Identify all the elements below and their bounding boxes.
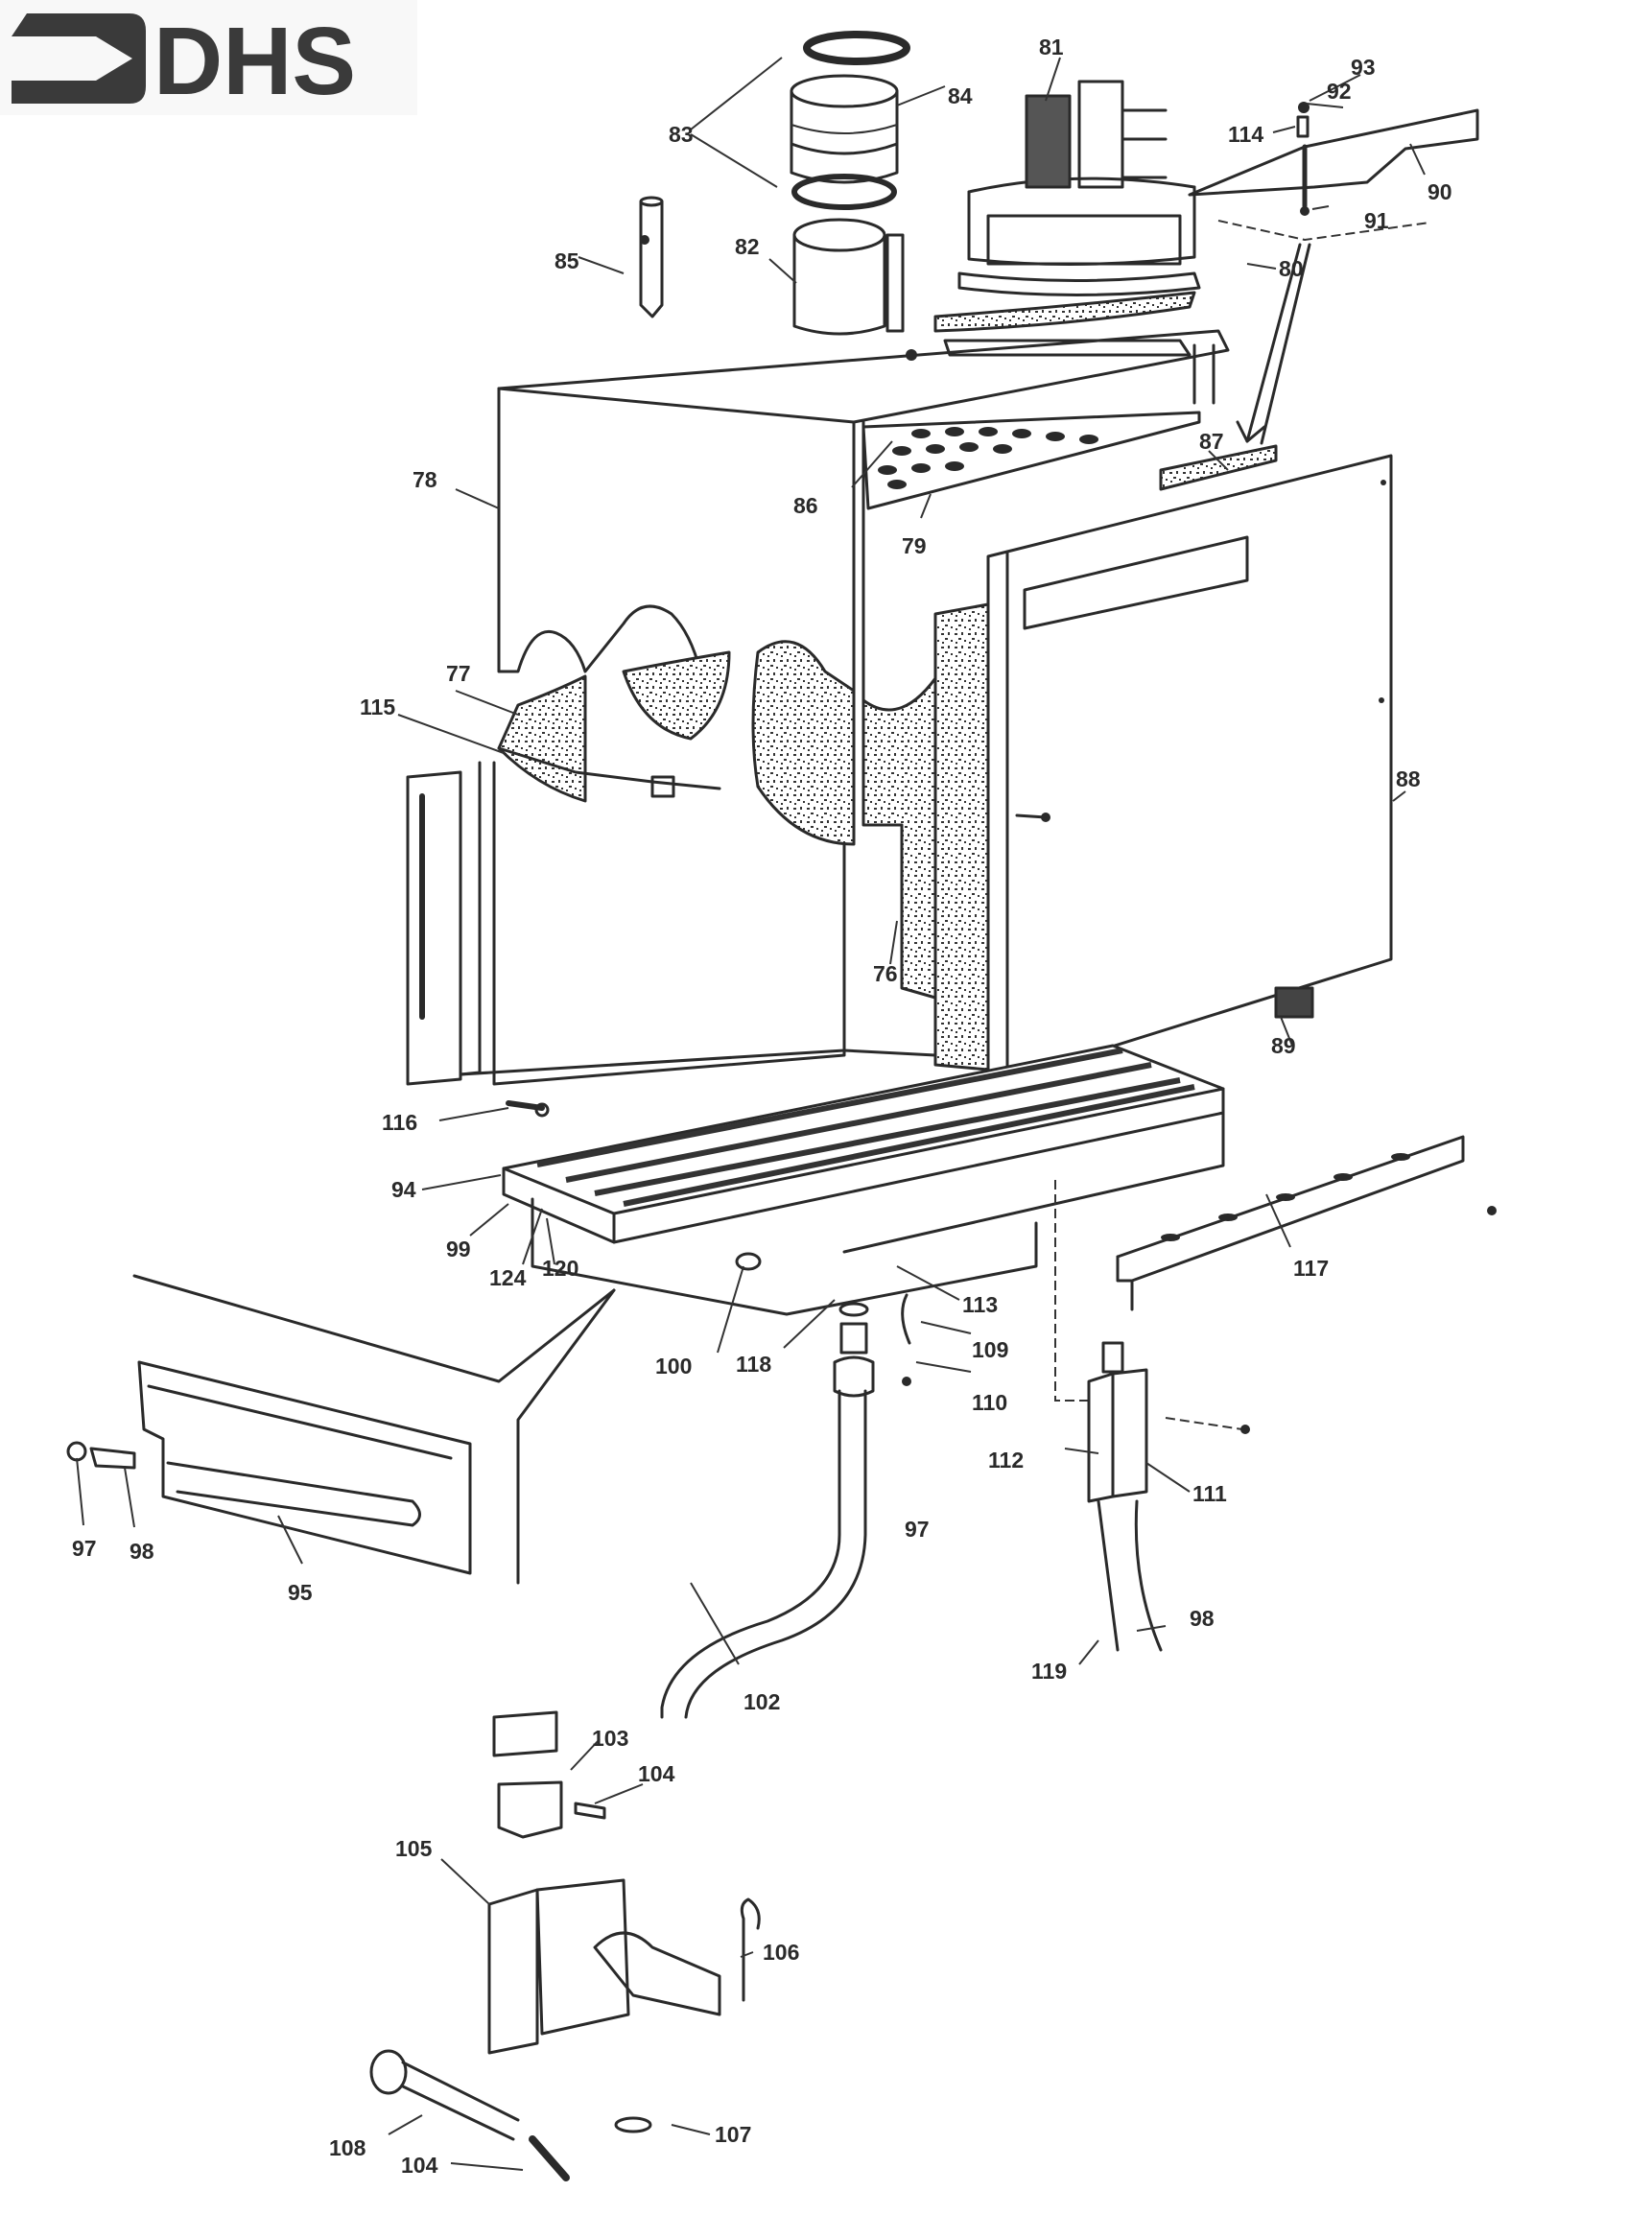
flue-spigot [792,218,917,361]
electrode-assembly [1054,1180,1250,1652]
part-label-90: 90 [1428,179,1452,204]
part-label-119: 119 [1031,1659,1067,1684]
part-label-83: 83 [669,122,694,147]
part-label-110: 110 [972,1390,1007,1415]
gas-supply-pipe [660,1293,911,1719]
part-label-103: 103 [592,1726,628,1751]
part-label-89: 89 [1271,1033,1296,1058]
part-label-117: 117 [1293,1256,1329,1281]
part-label-120: 120 [542,1256,578,1281]
sensor-tube [639,196,664,318]
gas-valve [487,1878,761,2055]
part-label-102: 102 [743,1689,780,1714]
flue-adaptor [790,74,899,184]
part-label-95: 95 [288,1580,313,1605]
part-label-109: 109 [972,1337,1008,1362]
assembly-arrows [1217,220,1430,445]
heat-exchanger-insulation [497,602,990,1072]
part-label-108: 108 [329,2135,366,2160]
part-label-98-pilot: 98 [130,1539,154,1564]
part-label-104-union: 104 [638,1761,675,1786]
part-label-115: 115 [360,695,395,719]
left-inner-panel [406,761,937,1086]
part-label-82: 82 [735,234,760,259]
part-label-85: 85 [555,248,579,273]
part-label-114: 114 [1228,122,1263,147]
part-label-78: 78 [413,467,437,492]
part-label-104-inlet: 104 [401,2153,438,2178]
part-label-88: 88 [1396,766,1421,791]
part-label-100: 100 [655,1354,692,1378]
part-label-107: 107 [715,2122,751,2147]
screw-116 [506,1100,550,1118]
part-label-97-burner: 97 [905,1517,930,1542]
sight-glass [1159,444,1278,491]
part-label-118: 118 [736,1352,771,1377]
dhs-logo: DHS [0,0,417,115]
flue-seal-top [803,31,910,65]
leader-lines [76,57,1426,2171]
part-label-84: 84 [948,83,973,108]
part-label-76: 76 [873,961,898,986]
part-label-124: 124 [489,1265,527,1290]
front-panel [986,454,1393,1081]
pilot-burner-cover [66,1360,472,1575]
part-label-98-electrode: 98 [1190,1606,1215,1631]
part-label-105: 105 [395,1836,433,1861]
part-label-112: 112 [988,1448,1024,1473]
part-label-99: 99 [446,1237,471,1261]
fan-assembly [933,80,1201,357]
logo-text: DHS [153,8,356,115]
pipe-union [492,1710,606,1839]
baffle-plate [861,411,1201,510]
part-label-93: 93 [1351,55,1376,80]
part-label-116: 116 [382,1110,417,1135]
part-label-87: 87 [1199,429,1224,454]
part-label-106: 106 [763,1940,799,1965]
lower-casing-edge [132,1274,616,1585]
part-label-97-pilot: 97 [72,1536,97,1561]
part-label-113: 113 [962,1292,998,1317]
part-label-86: 86 [793,493,818,518]
part-label-77: 77 [446,661,471,686]
inlet-pipe [369,2049,652,2181]
part-label-91: 91 [1364,208,1389,233]
burner-assembly [502,1044,1225,1316]
part-label-80: 80 [1279,256,1304,281]
burner-rail [1116,1135,1497,1311]
flue-seal-bottom [791,174,897,210]
part-label-92: 92 [1327,79,1352,104]
ignition-lead [497,746,721,798]
part-label-81: 81 [1039,35,1064,59]
part-label-79: 79 [902,533,927,558]
part-labels: 83 84 81 82 85 80 92 93 114 90 91 78 86 … [72,35,1452,2178]
logo-arrow-icon [12,13,146,104]
part-label-111: 111 [1192,1481,1227,1506]
part-label-94: 94 [391,1177,416,1202]
